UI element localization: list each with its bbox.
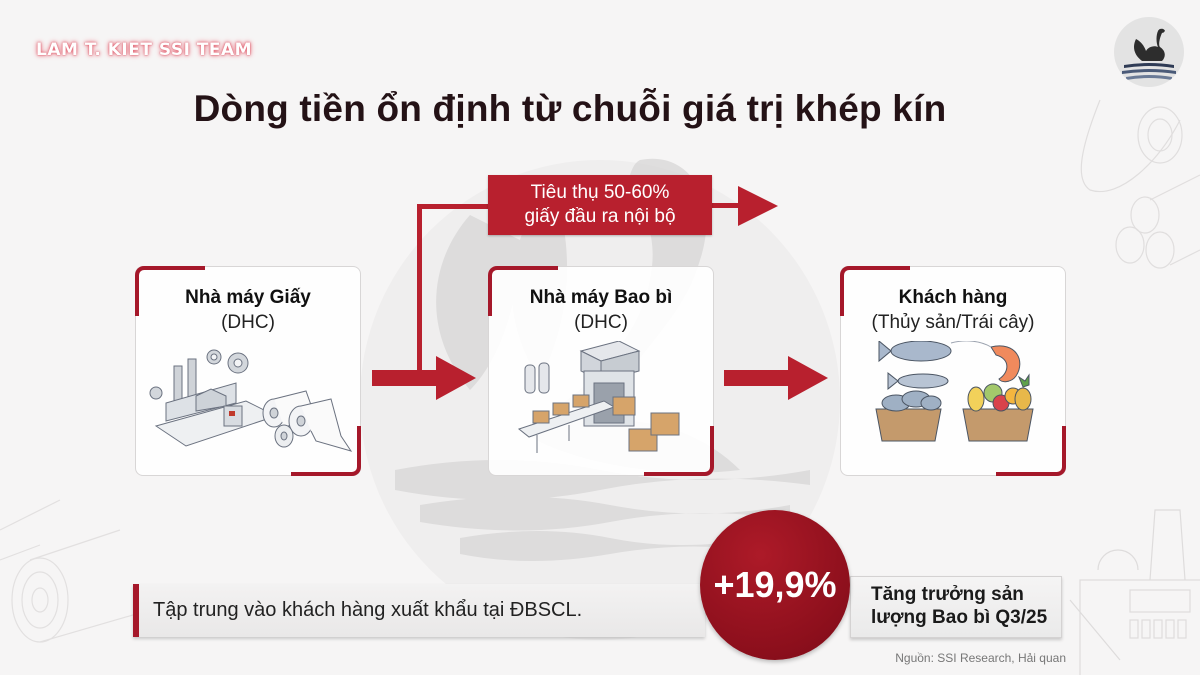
stat-label-line-2: lượng Bao bì Q3/25 (871, 607, 1048, 628)
customers-card: Khách hàng (Thủy sản/Trái cây) (840, 266, 1066, 476)
internal-consumption-callout: Tiêu thụ 50-60% giấy đầu ra nội bộ (488, 175, 712, 235)
flow-arrow-right-icon (724, 356, 828, 400)
packaging-factory-card: Nhà máy Bao bì (DHC) (488, 266, 714, 476)
connector-horizontal-line (417, 204, 492, 209)
team-label: LAM T. KIET SSI TEAM (36, 40, 253, 60)
card-subtitle: (DHC) (221, 312, 275, 333)
page-title: Dòng tiền ổn định từ chuỗi giá trị khép … (193, 88, 947, 129)
stat-label-line-1: Tăng trưởng sản (871, 584, 1024, 605)
card-bracket-bottom-right (644, 426, 714, 476)
card-title: Khách hàng (898, 287, 1008, 308)
card-title: Nhà máy Bao bì (529, 287, 673, 308)
card-bracket-bottom-right (291, 426, 361, 476)
fish-icon (897, 373, 949, 389)
growth-stat-label: Tăng trưởng sản lượng Bao bì Q3/25 (850, 576, 1062, 638)
card-bracket-top-left (840, 266, 910, 316)
card-bracket-top-left (135, 266, 205, 316)
seafood-fruit-baskets-icon (875, 341, 1034, 442)
connector-vertical-line (417, 204, 422, 376)
card-bracket-bottom-right (996, 426, 1066, 476)
factory-outline-icon (1069, 509, 1200, 675)
paper-factory-icon (149, 349, 353, 452)
connector-callout-line (710, 203, 740, 208)
focus-statement: Tập trung vào khách hàng xuất khẩu tại Đ… (133, 584, 705, 637)
callout-line-1: Tiêu thụ 50-60% (530, 182, 670, 203)
source-note: Nguồn: SSI Research, Hải quan (895, 651, 1066, 665)
growth-stat-badge: +19,9% (700, 510, 850, 660)
paper-rolls-outline-icon (0, 499, 151, 643)
shrimp-icon (990, 345, 1021, 383)
paper-factory-card: Nhà máy Giấy (DHC) (135, 266, 361, 476)
card-subtitle: (DHC) (574, 312, 628, 333)
black-swan-logo-icon (1114, 17, 1184, 87)
flow-arrow-right-icon (372, 356, 476, 400)
callout-arrow-icon (738, 186, 778, 226)
card-bracket-top-left (488, 266, 558, 316)
callout-line-2: giấy đầu ra nội bộ (524, 206, 676, 227)
card-title: Nhà máy Giấy (185, 287, 311, 308)
packaging-conveyor-icon (517, 341, 680, 453)
fruit-basket-icon (962, 408, 1034, 442)
fish-icon (890, 341, 952, 362)
fish-basket-icon (875, 408, 942, 442)
card-subtitle: (Thủy sản/Trái cây) (871, 312, 1035, 333)
